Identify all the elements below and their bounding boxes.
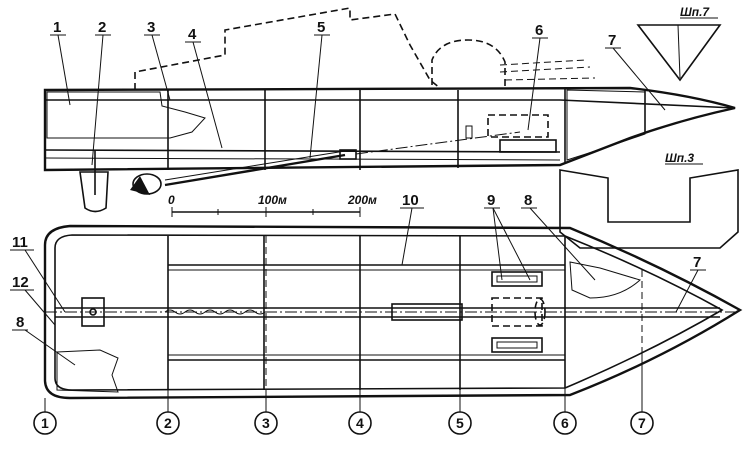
station-markers: 1 2 3 4 5 6 7	[33, 350, 654, 435]
callout-10: 10	[402, 192, 419, 209]
rudder	[79, 171, 109, 213]
wood-breasthook	[569, 261, 641, 299]
callout-6: 6	[535, 22, 543, 39]
propeller	[130, 173, 162, 195]
motor-mount	[391, 303, 463, 321]
station-2: 2	[164, 415, 172, 431]
wood-stern-block	[46, 91, 206, 139]
callout-8-plan: 8	[16, 314, 24, 331]
battery-pack	[491, 271, 546, 353]
motor-outline	[487, 114, 549, 138]
callout-11: 11	[12, 234, 28, 251]
station-circle-3	[254, 411, 278, 435]
station-5: 5	[456, 415, 464, 431]
station-7: 7	[638, 415, 646, 431]
hatch-dome	[431, 39, 506, 86]
section-frame-3: Шп.3	[559, 151, 739, 249]
scale-end: 200м	[347, 193, 377, 207]
station-6: 6	[561, 415, 569, 431]
callout-3: 3	[147, 19, 155, 36]
station-1: 1	[41, 415, 49, 431]
keel-line	[44, 157, 561, 161]
plan-hull-inner	[54, 234, 724, 391]
wood-transom-block	[56, 349, 119, 393]
station-3: 3	[262, 415, 270, 431]
station-circle-4	[348, 411, 372, 435]
callout-leaders	[24, 34, 699, 366]
scale-bar: 0 100м 200м	[168, 193, 377, 217]
station-circle-6	[553, 411, 577, 435]
plan-view	[43, 224, 743, 400]
plan-hull-outer	[43, 224, 743, 400]
bow-deck-line	[559, 99, 736, 109]
section-3-label: Шп.3	[665, 151, 694, 165]
wood-bow-block	[566, 89, 646, 161]
callout-4: 4	[188, 26, 197, 43]
rail-lines	[499, 59, 596, 81]
station-circle-1	[33, 411, 57, 435]
callout-2: 2	[98, 19, 106, 36]
chine-line	[44, 149, 561, 153]
prop-shaft	[164, 153, 346, 187]
shaft-coupling	[339, 149, 357, 160]
callout-8-top: 8	[524, 192, 532, 209]
scale-mid: 100м	[258, 193, 287, 207]
station-circle-7	[630, 411, 654, 435]
shaft-plan	[164, 309, 266, 315]
section-frame-7: Шп.7	[636, 5, 722, 82]
station-4: 4	[356, 415, 364, 431]
cabin-outline	[134, 7, 441, 90]
callout-12: 12	[12, 274, 29, 291]
callout-5: 5	[317, 19, 325, 36]
station-circle-2	[156, 411, 180, 435]
scale-zero: 0	[168, 193, 175, 207]
battery-box	[499, 139, 557, 153]
callout-9: 9	[487, 192, 495, 209]
side-view	[43, 7, 736, 213]
callout-7-plan: 7	[693, 254, 701, 271]
callout-7-top: 7	[608, 32, 616, 49]
rudder-post	[81, 297, 105, 327]
plan-frames	[167, 236, 643, 390]
callout-1: 1	[53, 19, 61, 36]
callout-labels: 1 2 3 4 5 6 7 8 9 10 7 11 12 8	[10, 19, 706, 331]
section-7-label: Шп.7	[680, 5, 710, 19]
station-circle-5	[448, 411, 472, 435]
